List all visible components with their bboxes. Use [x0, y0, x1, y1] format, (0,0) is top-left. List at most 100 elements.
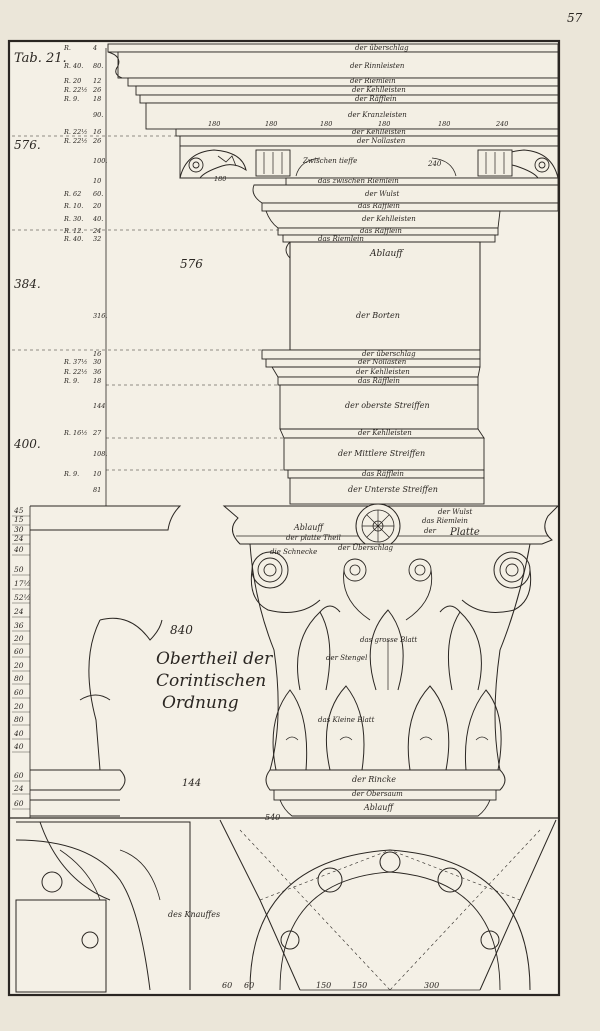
- scale-b: 24: [92, 227, 101, 235]
- capital-scale-number: 80: [14, 674, 24, 683]
- scale-a: 30.: [73, 215, 83, 223]
- label-obersaum: der Obersaum: [352, 790, 403, 798]
- capital-scale-number: 20: [13, 661, 24, 670]
- mod-num: 180: [208, 120, 220, 128]
- mod-num: 180: [378, 120, 390, 128]
- scale-r: R.: [63, 235, 71, 243]
- capital-scale-number: 17½: [14, 579, 31, 588]
- architrave: [261, 349, 485, 505]
- scale-a: 10.: [73, 202, 83, 210]
- rinnleisten-profile: [107, 51, 123, 79]
- scale-r: R.: [63, 95, 71, 103]
- scale-a: 40.: [72, 62, 83, 70]
- scale-r: R.: [63, 358, 71, 366]
- scale-a: 62: [73, 190, 81, 198]
- mod-num: 180: [265, 120, 277, 128]
- scale-r: R.: [63, 227, 71, 235]
- capital-labels: der Wulst das Riemlein Ablauff der platt…: [270, 508, 480, 812]
- moulding-label: der Borten: [356, 311, 400, 320]
- label-grosse-blatt: das grosse Blatt: [360, 636, 417, 644]
- scale-a: 20: [72, 77, 81, 85]
- label-ablauff: Ablauff: [293, 523, 324, 532]
- moulding-label: der Mittlere Streiffen: [338, 449, 425, 458]
- cornice: [107, 43, 559, 243]
- scale-b: 30: [93, 358, 101, 366]
- scale-a: 40.: [72, 235, 83, 243]
- scale-b: 100.: [93, 157, 107, 165]
- moulding-label: der Nollasten: [358, 358, 407, 366]
- capital-scale-number: 60: [14, 799, 24, 808]
- scale-b: 16: [93, 350, 101, 358]
- label-wulst: der Wulst: [438, 508, 472, 516]
- label-stengel: der Stengel: [326, 654, 367, 662]
- ablauff-bottom: [279, 799, 491, 817]
- scale-b: 81: [93, 486, 101, 494]
- scale-b: 16: [93, 128, 101, 136]
- moulding-label: der oberste Streiffen: [345, 401, 430, 410]
- acanthus-upper: [297, 605, 482, 691]
- plate-label: Tab. 21.: [14, 51, 67, 66]
- plan-number: 300: [424, 981, 439, 990]
- capital-scale-number: 40: [13, 729, 24, 738]
- capital-scale-number: 40: [13, 545, 24, 554]
- scale-r: R.: [63, 368, 71, 376]
- capital-scale-number: 52½: [14, 593, 31, 602]
- capital-width: 840: [170, 623, 193, 637]
- scale-a: 22½: [72, 368, 88, 376]
- scale-r: R.: [63, 377, 71, 385]
- dentil-group-right: [477, 149, 513, 177]
- page-number: 57: [567, 11, 583, 25]
- helix-pair: [343, 558, 433, 621]
- plan-number: 60: [222, 981, 232, 990]
- label-rincke: der Rincke: [352, 775, 396, 784]
- capital-scale-number: 24: [13, 607, 24, 616]
- capital-scale-number: 60: [14, 688, 24, 697]
- plan-top-number: 540: [265, 813, 280, 822]
- moulding-label: der überschlag: [355, 44, 409, 52]
- dentil-group-left: [255, 149, 291, 177]
- frieze-total: 384.: [14, 277, 41, 291]
- capital-scale-number: 20: [13, 634, 24, 643]
- moulding-label: der Rinnleisten: [350, 62, 405, 70]
- moulding-raefflein: [139, 94, 559, 104]
- abacus-rosette: [355, 503, 401, 549]
- capital-plan-left: [15, 821, 191, 993]
- moulding-label: Zwischen tieffe: [302, 157, 357, 165]
- rosette-curves: [295, 157, 457, 177]
- scale-b: 36: [93, 368, 101, 376]
- scale-r: R.: [63, 77, 71, 85]
- scale-a: 37½: [73, 358, 88, 366]
- scale-a: 16½: [73, 429, 88, 437]
- capital-scale-number: 50: [14, 565, 24, 574]
- scale-a: 9.: [73, 470, 79, 478]
- plan-number: 150: [316, 981, 331, 990]
- scale-b: 10: [93, 470, 101, 478]
- label-platte: Platte: [449, 527, 480, 538]
- architrave-total: 400.: [13, 437, 41, 451]
- scale-a: 12.: [73, 227, 83, 235]
- capital-scale-number: 24: [13, 534, 24, 543]
- title-line-3: Ordnung: [162, 693, 239, 713]
- moulding-label: der Riemlein: [350, 77, 396, 85]
- arch-mittlere-streiffen: [283, 437, 485, 471]
- scale-r: R.: [63, 190, 71, 198]
- scale-b: 40.: [92, 215, 103, 223]
- moulding-ueberschlag: [107, 43, 559, 53]
- scale-r: R.: [63, 137, 71, 145]
- entablature-labels: der überschlag der Rinnleisten der Riemlei…: [302, 44, 438, 494]
- volute-right: [461, 551, 532, 613]
- scale-r: R.: [63, 62, 71, 70]
- scale-a: 22½: [72, 128, 88, 136]
- scale-b: 10: [93, 177, 101, 185]
- capital-scale-number: 15: [14, 515, 24, 524]
- plan-number: 150: [352, 981, 367, 990]
- scale-b: 26: [92, 86, 101, 94]
- scale-b: 26: [92, 137, 101, 145]
- moulding-label: das Räfflein: [358, 377, 400, 385]
- moulding-riemlein: [127, 77, 559, 87]
- scale-r: R.: [63, 86, 71, 94]
- capital-profile: [30, 505, 182, 817]
- moulding-label: das zwischen Riemlein: [318, 177, 399, 185]
- capital-scale: 45153024405017½52½2436206020806020804040…: [12, 506, 31, 810]
- cornice-total: 576.: [14, 138, 41, 152]
